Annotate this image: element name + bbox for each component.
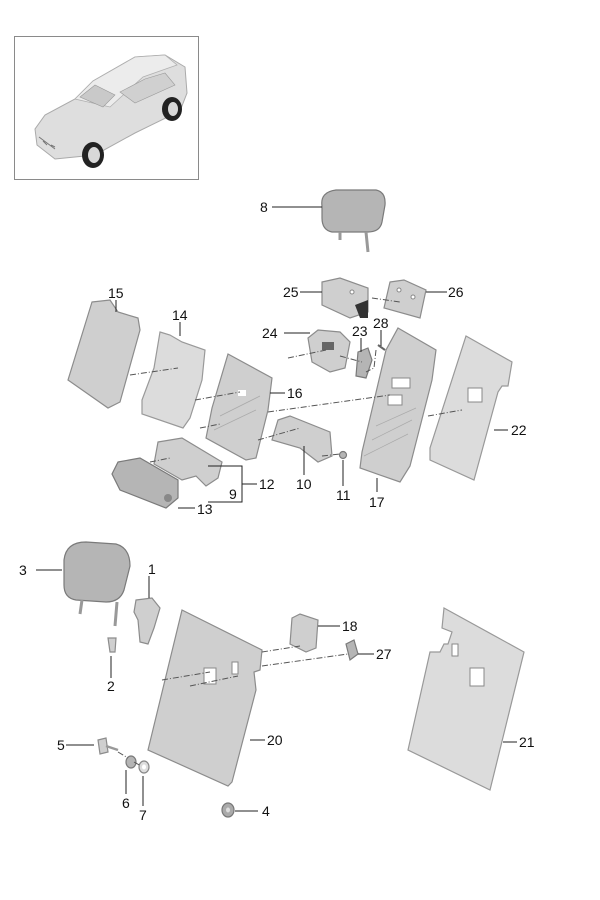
part-1-mechanism[interactable]: [133, 597, 161, 645]
part-24-bracket[interactable]: [307, 329, 351, 373]
callout-14: 14: [172, 307, 188, 323]
callout-12: 12: [259, 476, 275, 492]
callout-11: 11: [336, 487, 351, 503]
callout-25: 25: [283, 284, 299, 300]
part-21-rear-panel[interactable]: [407, 607, 525, 791]
callout-6: 6: [122, 795, 130, 811]
part-11-screw[interactable]: [338, 450, 348, 460]
car-illustration: [34, 54, 188, 168]
callout-16: 16: [287, 385, 303, 401]
part-4-washer[interactable]: [221, 802, 235, 818]
part-26-cover[interactable]: [383, 279, 427, 319]
callout-24: 24: [262, 325, 278, 341]
part-13-armrest-part[interactable]: [111, 457, 179, 509]
callout-18: 18: [342, 618, 358, 634]
part-8-headrest[interactable]: [321, 189, 386, 253]
callout-4: 4: [262, 803, 270, 819]
part-25-cover[interactable]: [321, 277, 369, 319]
part-7-washer[interactable]: [138, 760, 150, 774]
callout-21: 21: [519, 734, 535, 750]
part-23-latch[interactable]: [355, 347, 373, 379]
callout-27: 27: [376, 646, 392, 662]
assembly-lines: [117, 297, 463, 767]
callout-15: 15: [108, 285, 124, 301]
callout-2: 2: [107, 678, 115, 694]
callout-5: 5: [57, 737, 65, 753]
part-27-button[interactable]: [345, 639, 359, 662]
part-5-bolt[interactable]: [97, 737, 119, 755]
part-2-guide[interactable]: [107, 637, 117, 653]
callout-17: 17: [369, 494, 385, 510]
part-20-backrest-panel[interactable]: [147, 609, 263, 787]
part-28-pin[interactable]: [377, 344, 386, 351]
part-14-cover[interactable]: [141, 331, 206, 429]
part-17-backrest-frame[interactable]: [359, 327, 437, 483]
part-12-armrest-part[interactable]: [153, 437, 223, 487]
callout-28: 28: [373, 315, 389, 331]
callout-1: 1: [148, 561, 156, 577]
part-10-bracket[interactable]: [271, 415, 333, 463]
part-15-backrest-cushion[interactable]: [67, 299, 141, 409]
part-3-headrest[interactable]: [63, 541, 131, 627]
leader-lines: [36, 206, 517, 812]
part-16-frame[interactable]: [205, 353, 273, 461]
callout-26: 26: [448, 284, 464, 300]
callout-13: 13: [197, 501, 213, 517]
callout-20: 20: [267, 732, 283, 748]
callout-3: 3: [19, 562, 27, 578]
callout-10: 10: [296, 476, 312, 492]
part-18-switch[interactable]: [289, 613, 319, 653]
callout-9: 9: [229, 486, 237, 502]
part-22-panel[interactable]: [429, 335, 513, 481]
vehicle-inset-frame: [14, 36, 199, 180]
callout-8: 8: [260, 199, 268, 215]
callout-22: 22: [511, 422, 527, 438]
part-6-bushing[interactable]: [125, 755, 137, 769]
callout-7: 7: [139, 807, 147, 823]
callout-23: 23: [352, 323, 368, 339]
